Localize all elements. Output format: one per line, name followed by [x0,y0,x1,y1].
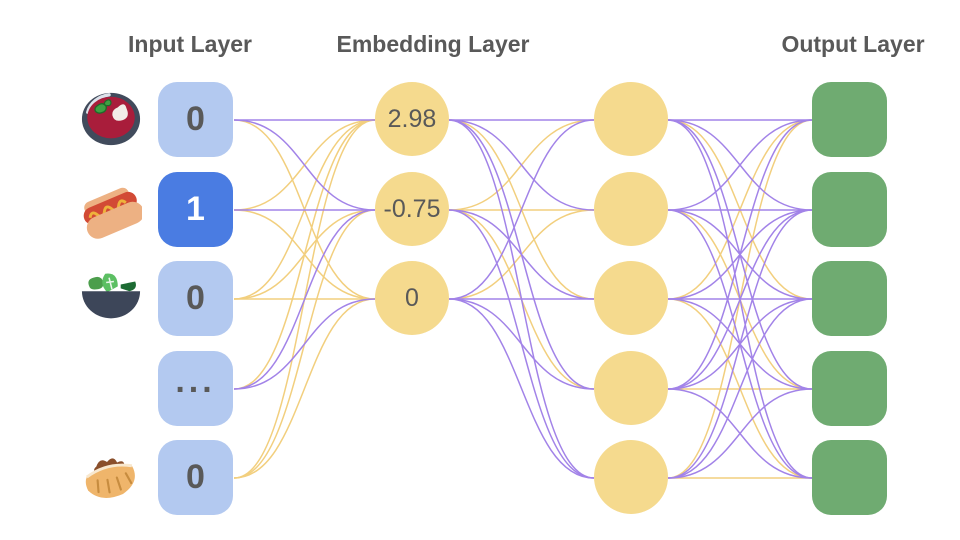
input-node-5: 0 [158,440,233,515]
stuffed-flatbread-icon [80,449,142,507]
input-node-1: 0 [158,82,233,157]
output-node-4 [812,351,887,426]
embedding-node-1: 2.98 [375,82,449,156]
embedding-node-2-value: -0.75 [383,194,441,223]
embedding-layer-title: Embedding Layer [336,31,530,57]
output-layer-title: Output Layer [781,31,925,57]
borscht-soup-icon [80,90,142,148]
output-node-5 [812,440,887,515]
input-node-1-value: 0 [186,100,205,138]
input-node-ellipsis: ... [158,351,233,426]
output-node-2 [812,172,887,247]
input-node-3: 0 [158,261,233,336]
output-node-1 [812,82,887,157]
hidden-node-3 [594,261,668,335]
output-node-3 [812,261,887,336]
input-node-2-value: 1 [186,190,205,228]
embedding-node-2: -0.75 [375,172,449,246]
embedding-node-1-value: 2.98 [387,104,437,133]
hidden-node-4 [594,351,668,425]
hidden-node-2 [594,172,668,246]
embedding-node-3: 0 [375,261,449,335]
input-node-3-value: 0 [186,279,205,317]
input-node-5-value: 0 [186,458,205,496]
input-node-2: 1 [158,172,233,247]
hidden-node-1 [594,82,668,156]
input-layer-title: Input Layer [128,31,252,57]
embedding-node-3-value: 0 [405,283,419,312]
green-salad-icon [80,269,142,327]
hidden-node-5 [594,440,668,514]
hot-dog-icon [80,181,142,239]
